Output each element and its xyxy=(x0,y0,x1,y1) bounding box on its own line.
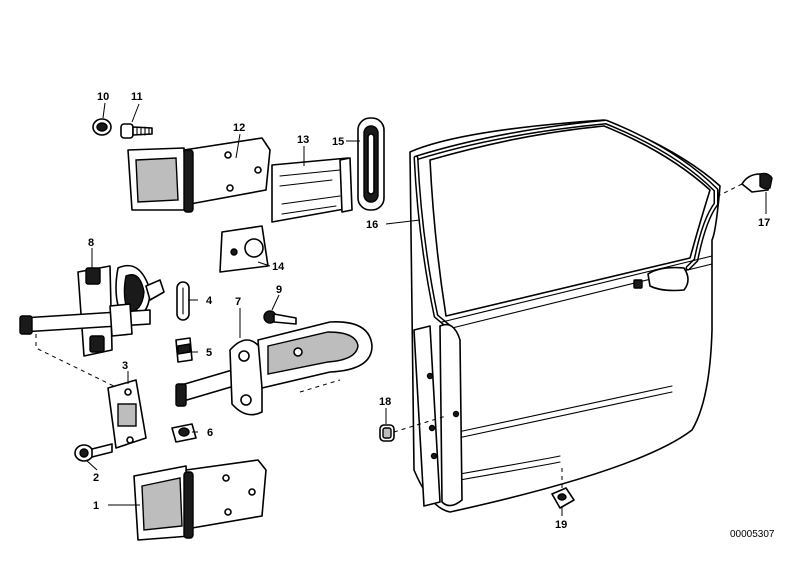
part-3-backing-plate xyxy=(107,379,147,449)
callout-9: 9 xyxy=(276,284,282,296)
part-19-clip xyxy=(551,466,575,509)
part-14-plate xyxy=(219,225,269,273)
part-1-lower-hinge xyxy=(133,459,267,541)
callout-16: 16 xyxy=(366,219,378,231)
callout-15: 15 xyxy=(332,136,344,148)
callout-11: 11 xyxy=(131,91,143,103)
callout-labels: 1 2 3 4 5 6 7 8 9 10 11 12 13 14 15 16 1… xyxy=(88,91,770,531)
part-18-plug xyxy=(379,415,447,442)
callout-2: 2 xyxy=(93,472,99,484)
part-9-screw xyxy=(263,310,297,325)
part-17-buffer xyxy=(717,172,773,197)
callout-1: 1 xyxy=(93,500,99,512)
document-number: 00005307 xyxy=(730,529,775,540)
part-6-nut xyxy=(171,423,197,443)
part-10-nut xyxy=(92,118,112,136)
part-16-door xyxy=(409,119,721,513)
part-15-cover xyxy=(357,117,385,211)
part-7-check-arm xyxy=(175,321,373,416)
part-12-upper-hinge xyxy=(127,137,271,213)
callout-12: 12 xyxy=(233,122,245,134)
callout-5: 5 xyxy=(206,347,212,359)
callout-18: 18 xyxy=(379,396,391,408)
part-8-door-check xyxy=(19,264,165,395)
callout-8: 8 xyxy=(88,237,94,249)
callout-3: 3 xyxy=(122,360,128,372)
callout-leaders xyxy=(85,102,767,516)
callout-14: 14 xyxy=(272,261,285,273)
callout-19: 19 xyxy=(555,519,567,531)
part-4-pin xyxy=(176,281,190,321)
callout-10: 10 xyxy=(97,91,109,103)
callout-13: 13 xyxy=(297,134,309,146)
part-11-bolt xyxy=(120,123,153,139)
part-13-shim xyxy=(271,157,353,223)
callout-6: 6 xyxy=(207,427,213,439)
callout-17: 17 xyxy=(758,217,770,229)
callout-4: 4 xyxy=(206,295,213,307)
part-5-clip xyxy=(175,337,193,363)
callout-7: 7 xyxy=(235,296,241,308)
part-2-bolt xyxy=(74,443,113,462)
